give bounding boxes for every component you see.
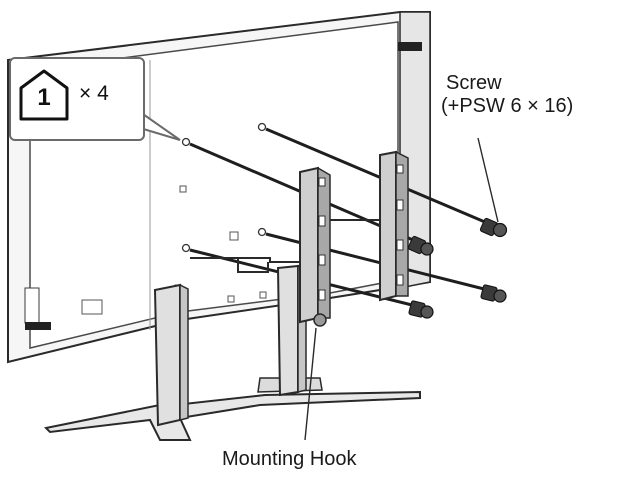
screw-3 bbox=[408, 300, 434, 319]
mounting-hole-top-right bbox=[257, 122, 267, 132]
step-number: 1 bbox=[37, 84, 51, 111]
hook-leader-line bbox=[304, 327, 317, 441]
screw-2 bbox=[479, 217, 508, 238]
screw-spec-label: (+PSW 6 × 16) bbox=[441, 95, 574, 117]
mounting-holes bbox=[181, 122, 267, 253]
screw-count: × 4 bbox=[79, 82, 109, 105]
mounting-hole-bottom-right bbox=[257, 227, 267, 237]
step-callout: 1 × 4 bbox=[9, 57, 145, 141]
mounting-hole-bottom-left bbox=[181, 243, 191, 253]
screw-label: Screw bbox=[446, 72, 502, 94]
mounting-hole-top-left bbox=[181, 137, 191, 147]
mounting-hook-label: Mounting Hook bbox=[222, 448, 357, 470]
mounting-hook-rear bbox=[379, 150, 409, 302]
leader-lines bbox=[304, 137, 499, 441]
screw-leader-line bbox=[477, 137, 499, 223]
screw-4 bbox=[480, 284, 507, 303]
mounting-hook-front bbox=[299, 166, 331, 327]
screw-1 bbox=[407, 235, 434, 256]
stand-base bbox=[43, 377, 421, 441]
house-step-icon: 1 bbox=[18, 68, 70, 122]
screws bbox=[407, 217, 508, 319]
